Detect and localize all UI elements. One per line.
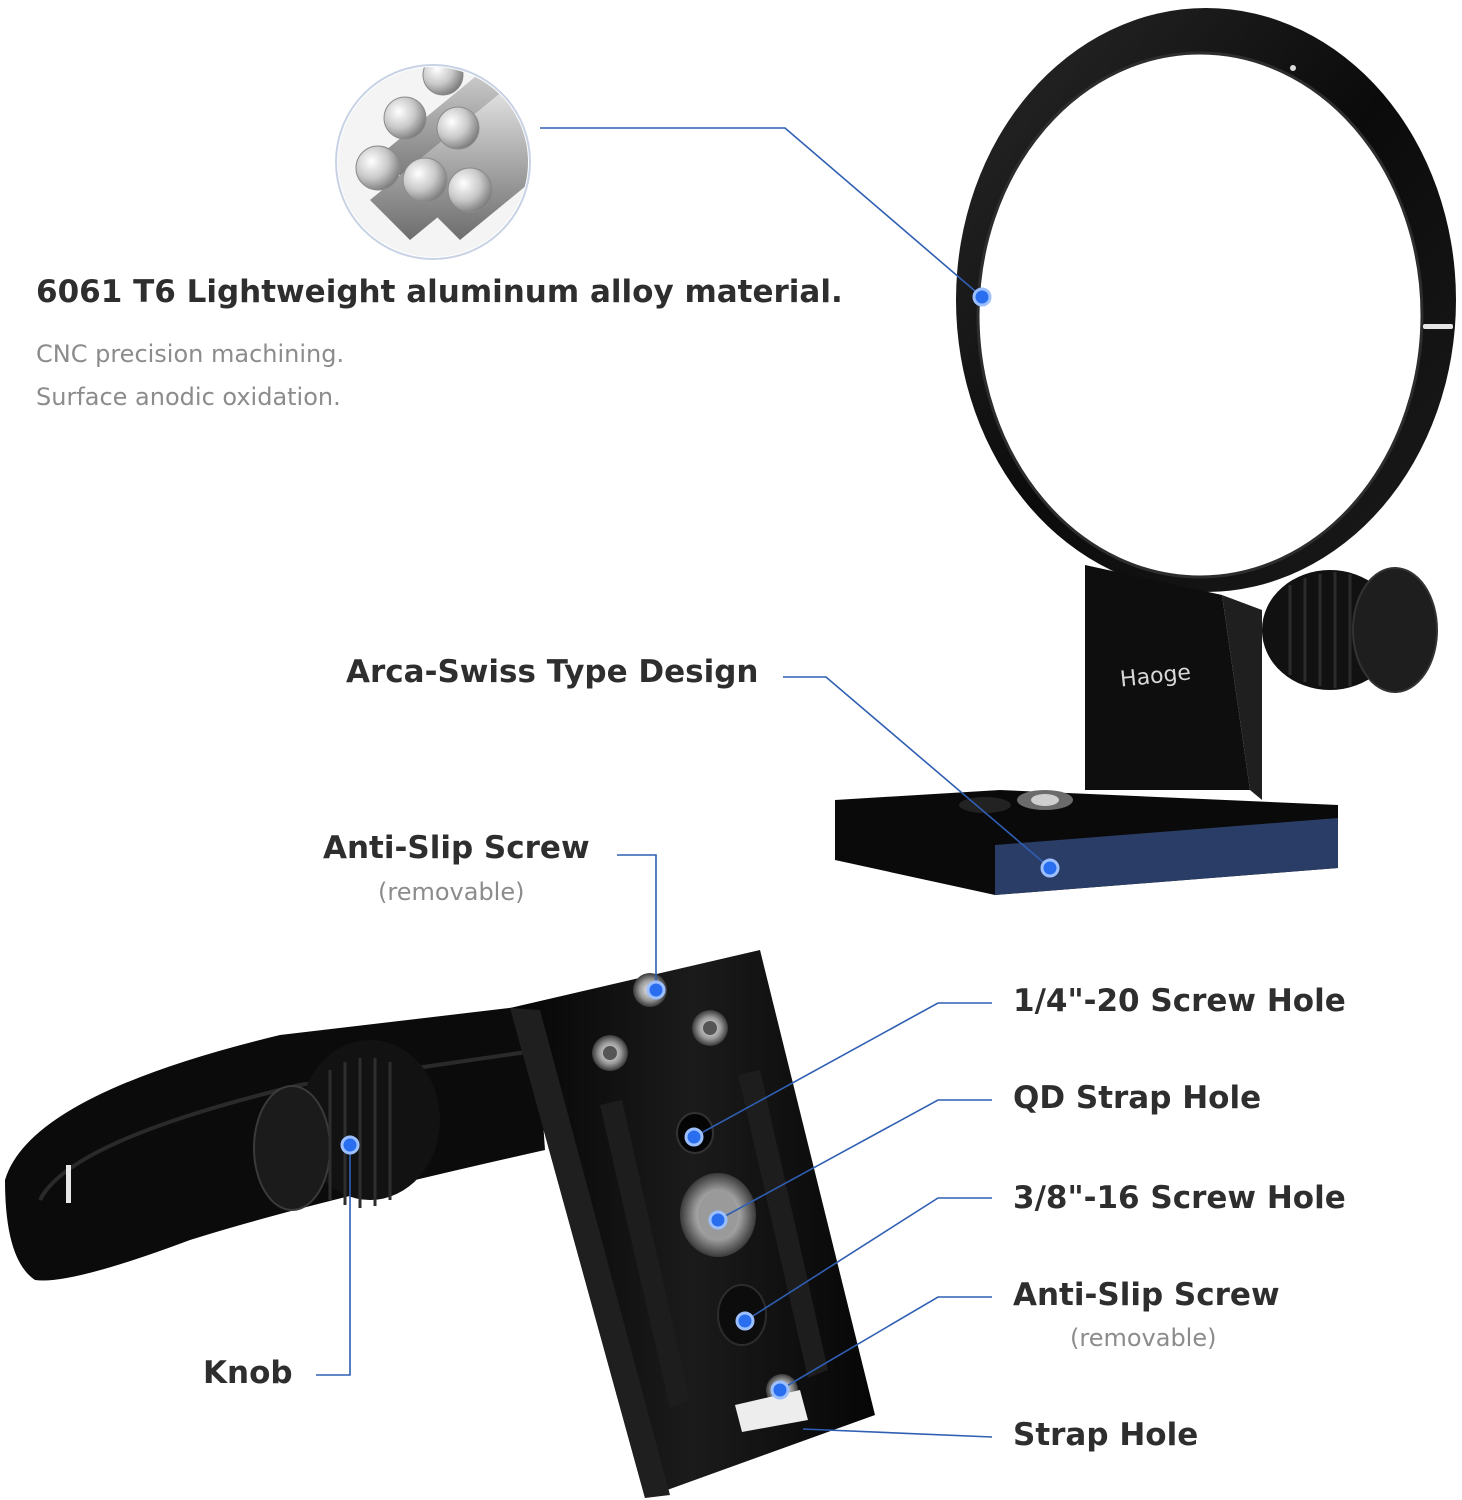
dot-anti-slip-top xyxy=(646,980,666,1000)
dot-three-eighths-hole xyxy=(735,1311,755,1331)
arca-swiss-label: Arca-Swiss Type Design xyxy=(346,654,759,690)
tripod-mount-ring-upright xyxy=(835,8,1456,895)
strap-hole-label: Strap Hole xyxy=(1013,1417,1199,1453)
dot-material xyxy=(972,287,992,307)
qd-strap-hole-label: QD Strap Hole xyxy=(1013,1080,1262,1116)
anti-slip-screw-bottom-note: (removable) xyxy=(1070,1324,1217,1352)
callout-dots xyxy=(340,287,1060,1400)
aluminum-rods-image xyxy=(335,64,531,260)
knob-label: Knob xyxy=(203,1355,293,1391)
tripod-mount-ring-flat xyxy=(5,950,875,1498)
dot-anti-slip-bottom xyxy=(770,1380,790,1400)
anti-slip-screw-top-label: Anti-Slip Screw xyxy=(323,830,590,866)
dot-qd-hole xyxy=(708,1210,728,1230)
material-line-1: CNC precision machining. xyxy=(36,340,345,368)
three-eighths-screw-hole-label: 3/8"-16 Screw Hole xyxy=(1013,1180,1346,1216)
callout-lines xyxy=(316,127,1051,1438)
dot-knob xyxy=(340,1135,360,1155)
anti-slip-screw-top-note: (removable) xyxy=(378,878,525,906)
material-line-2: Surface anodic oxidation. xyxy=(36,383,341,411)
anti-slip-screw-bottom-label: Anti-Slip Screw xyxy=(1013,1277,1280,1313)
dot-arca xyxy=(1040,858,1060,878)
material-title: 6061 T6 Lightweight aluminum alloy mater… xyxy=(36,274,843,310)
quarter-inch-screw-hole-label: 1/4"-20 Screw Hole xyxy=(1013,983,1346,1019)
dot-quarter-hole xyxy=(684,1127,704,1147)
